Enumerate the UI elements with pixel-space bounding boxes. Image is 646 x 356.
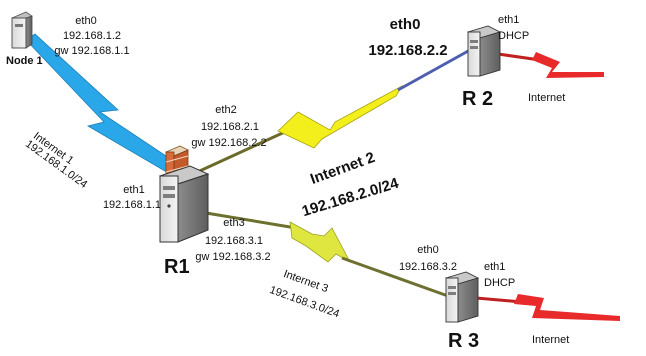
- r1-eth2-gw: gw 192.168.2.2: [191, 137, 267, 149]
- r1-server-icon[interactable]: [158, 145, 210, 243]
- r1-eth3-ip: 192.168.3.1: [204, 235, 264, 247]
- r1-eth1-iface: eth1: [123, 184, 145, 196]
- r2-eth0-iface: eth0: [389, 16, 421, 33]
- r1-eth1-ip: 192.168.1.1: [102, 199, 162, 211]
- r2-internet-uplink: [497, 52, 604, 78]
- r1-eth3-iface: eth3: [223, 217, 245, 229]
- r3-eth0-iface: eth0: [417, 244, 439, 256]
- r1-eth3-gw: gw 192.168.3.2: [195, 251, 271, 263]
- r3-eth1-iface: eth1: [484, 261, 506, 273]
- node1-gw: gw 192.168.1.1: [54, 45, 130, 57]
- node1-ip: 192.168.1.2: [62, 30, 122, 42]
- r2-name: R 2: [462, 88, 494, 110]
- r3-internet-uplink: [475, 294, 620, 321]
- r3-eth1-mode: DHCP: [484, 277, 516, 289]
- r1-eth2-ip: 192.168.2.1: [200, 121, 260, 133]
- r1-eth2-iface: eth2: [215, 104, 237, 116]
- r2-internet-label: Internet: [528, 92, 566, 104]
- internet3-link: [199, 210, 449, 298]
- r2-eth1-iface: eth1: [498, 14, 520, 26]
- r2-eth1-mode: DHCP: [498, 30, 530, 42]
- r2-eth0-ip: 192.168.2.2: [368, 42, 448, 59]
- node1-iface: eth0: [75, 15, 97, 27]
- r3-server-icon[interactable]: [444, 271, 480, 323]
- r3-name: R 3: [448, 330, 480, 352]
- r3-internet-label: Internet: [532, 334, 570, 346]
- node1-server-icon[interactable]: [11, 11, 33, 49]
- r1-name: R1: [164, 256, 190, 278]
- r3-eth0-ip: 192.168.3.2: [398, 261, 458, 273]
- r2-server-icon[interactable]: [466, 25, 502, 77]
- node1-name: Node 1: [6, 55, 43, 67]
